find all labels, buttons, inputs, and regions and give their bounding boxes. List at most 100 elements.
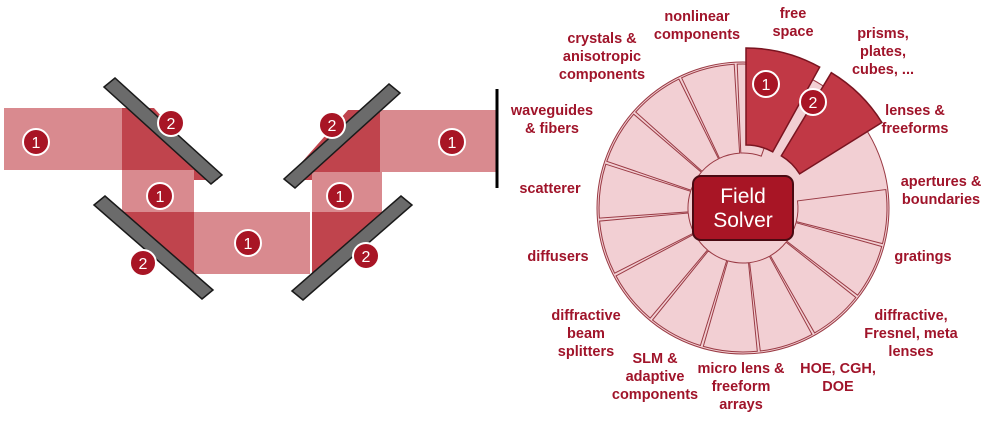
- label-line: apertures &: [901, 174, 982, 190]
- label-line: HOE, CGH,: [800, 361, 876, 377]
- field-solver-line1: Field: [720, 185, 766, 208]
- wheel-labels: free space prisms, plates, cubes, ... lense…: [510, 6, 982, 413]
- label-line: diffractive: [551, 308, 620, 324]
- label-line: scatterer: [519, 181, 581, 197]
- label-line: prisms,: [857, 26, 909, 42]
- badge-number: 2: [328, 118, 337, 135]
- mirror-top-right: [282, 83, 402, 189]
- badge-circle: [22, 128, 50, 156]
- label-line: components: [654, 27, 740, 43]
- label-line: Fresnel, meta: [864, 326, 958, 342]
- badge-circle: [438, 128, 466, 156]
- label-line: DOE: [822, 379, 854, 395]
- wheel-segment-waveguides: [634, 78, 720, 173]
- badge-circle: [234, 229, 262, 257]
- label-lenses: lenses & freeforms: [882, 103, 949, 137]
- badge-number: 2: [362, 249, 371, 266]
- label-line: diffusers: [527, 249, 588, 265]
- label-apertures: apertures & boundaries: [901, 174, 982, 208]
- badge-free-space-down-left: 1: [146, 182, 174, 210]
- label-micro-lens: micro lens & freeform arrays: [697, 361, 785, 413]
- wheel-badge-number: 1: [762, 77, 771, 94]
- wheel-segment-hoe: [702, 260, 758, 353]
- label-line: SLM &: [632, 351, 678, 367]
- beam-segment-output: [380, 110, 496, 172]
- mirror-bottom-right: [290, 195, 414, 301]
- wheel-badge-circle: [799, 88, 827, 116]
- wheel-segment-diffractive-lenses: [749, 255, 813, 352]
- label-hoe: HOE, CGH, DOE: [800, 361, 876, 395]
- label-line: free: [780, 6, 807, 22]
- label-nonlinear: nonlinear components: [654, 9, 740, 43]
- badge-number: 1: [32, 135, 41, 152]
- label-diffusers: diffusers: [527, 249, 588, 265]
- label-line: arrays: [719, 397, 763, 413]
- wheel-segment-gratings: [769, 241, 857, 334]
- beam-path-diagram: 1 1 1 1 1 2 2 2 2: [4, 77, 499, 301]
- label-line: micro lens &: [697, 361, 785, 377]
- label-line: freeforms: [882, 121, 949, 137]
- label-line: components: [612, 387, 698, 403]
- badge-free-space-up-right: 1: [326, 182, 354, 210]
- badge-circle: [146, 182, 174, 210]
- field-solver-box: Field Solver: [692, 175, 794, 241]
- wheel-segment-apertures: [786, 222, 883, 296]
- badge-number: 1: [156, 189, 165, 206]
- badge-circle: [326, 182, 354, 210]
- badge-circle: [318, 111, 346, 139]
- label-line: adaptive: [626, 369, 685, 385]
- label-line: plates,: [860, 44, 906, 60]
- wheel-segment-crystals: [680, 63, 741, 159]
- label-line: space: [772, 24, 813, 40]
- label-scatterer: scatterer: [519, 181, 581, 197]
- label-line: lenses: [888, 344, 933, 360]
- label-line: diffractive,: [874, 308, 947, 324]
- label-slm: SLM & adaptive components: [612, 351, 698, 403]
- label-line: cubes, ...: [852, 62, 914, 78]
- wheel-segment-lenses: [795, 188, 888, 245]
- label-line: lenses &: [885, 103, 945, 119]
- label-diffractive-splitters: diffractive beam splitters: [551, 308, 620, 360]
- label-free-space: free space: [772, 6, 813, 40]
- badge-free-space-input: 1: [22, 128, 50, 156]
- label-line: beam: [567, 326, 605, 342]
- label-diffractive-lenses: diffractive, Fresnel, meta lenses: [864, 308, 958, 360]
- wheel-segment-slm: [615, 233, 709, 319]
- label-line: components: [559, 67, 645, 83]
- beam-segment-input: [4, 108, 122, 170]
- wheel-badge-number: 2: [809, 95, 818, 112]
- wheel-highlighted-segments: 12: [745, 47, 883, 175]
- label-gratings: gratings: [894, 249, 951, 265]
- badge-number: 2: [167, 116, 176, 133]
- badge-component-top-left: 2: [157, 109, 185, 137]
- badge-component-bottom-right: 2: [352, 242, 380, 270]
- wheel-segment-micro-lens: [651, 250, 728, 347]
- badge-component-top-right: 2: [318, 111, 346, 139]
- badge-component-bottom-left: 2: [129, 249, 157, 277]
- label-waveguides: waveguides & fibers: [510, 103, 593, 137]
- label-line: boundaries: [902, 192, 980, 208]
- label-line: waveguides: [510, 103, 593, 119]
- label-line: freeform: [712, 379, 771, 395]
- badge-number: 2: [139, 256, 148, 273]
- badge-circle: [129, 249, 157, 277]
- wheel-segment-diffusers: [598, 163, 692, 219]
- label-line: nonlinear: [664, 9, 730, 25]
- badge-number: 1: [448, 135, 457, 152]
- label-prisms: prisms, plates, cubes, ...: [852, 26, 914, 78]
- label-line: splitters: [558, 344, 614, 360]
- badge-number: 1: [244, 236, 253, 253]
- label-crystals: crystals & anisotropic components: [559, 31, 645, 83]
- badge-free-space-output: 1: [438, 128, 466, 156]
- field-solver-rect: [692, 175, 794, 241]
- mirror-bottom-left: [92, 195, 215, 300]
- badge-free-space-bottom: 1: [234, 229, 262, 257]
- badge-number: 1: [336, 189, 345, 206]
- badge-circle: [352, 242, 380, 270]
- badge-circle: [157, 109, 185, 137]
- label-line: gratings: [894, 249, 951, 265]
- label-line: & fibers: [525, 121, 579, 137]
- label-line: crystals &: [567, 31, 637, 47]
- label-line: anisotropic: [563, 49, 641, 65]
